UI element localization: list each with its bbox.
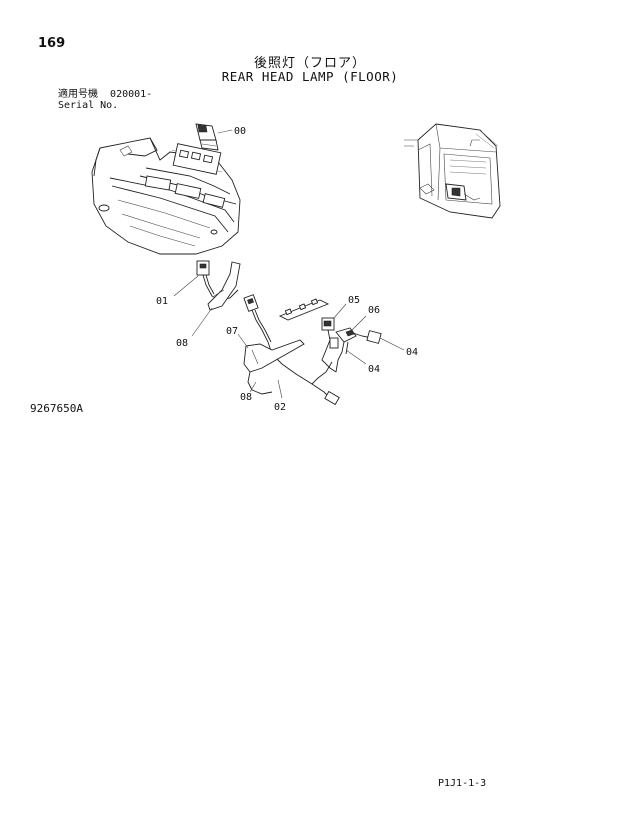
callout-01: 01 [156, 296, 168, 307]
callout-04b: 04 [368, 364, 380, 375]
callout-05: 05 [348, 295, 360, 306]
leader-08a [191, 307, 213, 337]
serial-block: 適用号機 020001- Serial No. [58, 89, 152, 111]
page-number: 169 [38, 36, 66, 51]
serial-label-en: Serial No. [58, 100, 119, 111]
callout-08a: 08 [176, 338, 188, 349]
cab-sketch [404, 123, 501, 219]
page-reference: P1J1-1-3 [438, 778, 487, 789]
callout-06: 06 [368, 305, 380, 316]
serial-value: 020001- [110, 89, 153, 100]
leader-08b [249, 381, 257, 393]
leader-01 [173, 275, 199, 297]
callout-08b: 08 [240, 392, 252, 403]
harness-01 [196, 260, 241, 311]
drawing-id: 9267650A [30, 402, 83, 415]
leader-04b [345, 349, 367, 365]
leader-06 [351, 315, 367, 331]
page-title-japanese: 後照灯（フロア） [253, 56, 366, 71]
harness-02 [243, 294, 340, 406]
leader-07 [237, 333, 249, 349]
leader-04a [379, 337, 405, 351]
callout-04a: 04 [406, 347, 418, 358]
leader-02 [277, 379, 283, 399]
callout-07: 07 [226, 326, 238, 337]
floor-console [91, 137, 241, 255]
callout-02: 02 [274, 402, 286, 413]
harness-04-06 [329, 327, 382, 373]
page-title-english: REAR HEAD LAMP (FLOOR) [221, 69, 399, 84]
serial-row-jp: 適用号機 020001- [58, 89, 152, 100]
leader-00 [217, 129, 233, 134]
leader-05 [333, 303, 347, 319]
callout-00: 00 [234, 126, 246, 137]
bracket-plate [278, 298, 330, 321]
serial-label-jp: 適用号機 [58, 89, 98, 100]
switch-part [195, 123, 219, 151]
